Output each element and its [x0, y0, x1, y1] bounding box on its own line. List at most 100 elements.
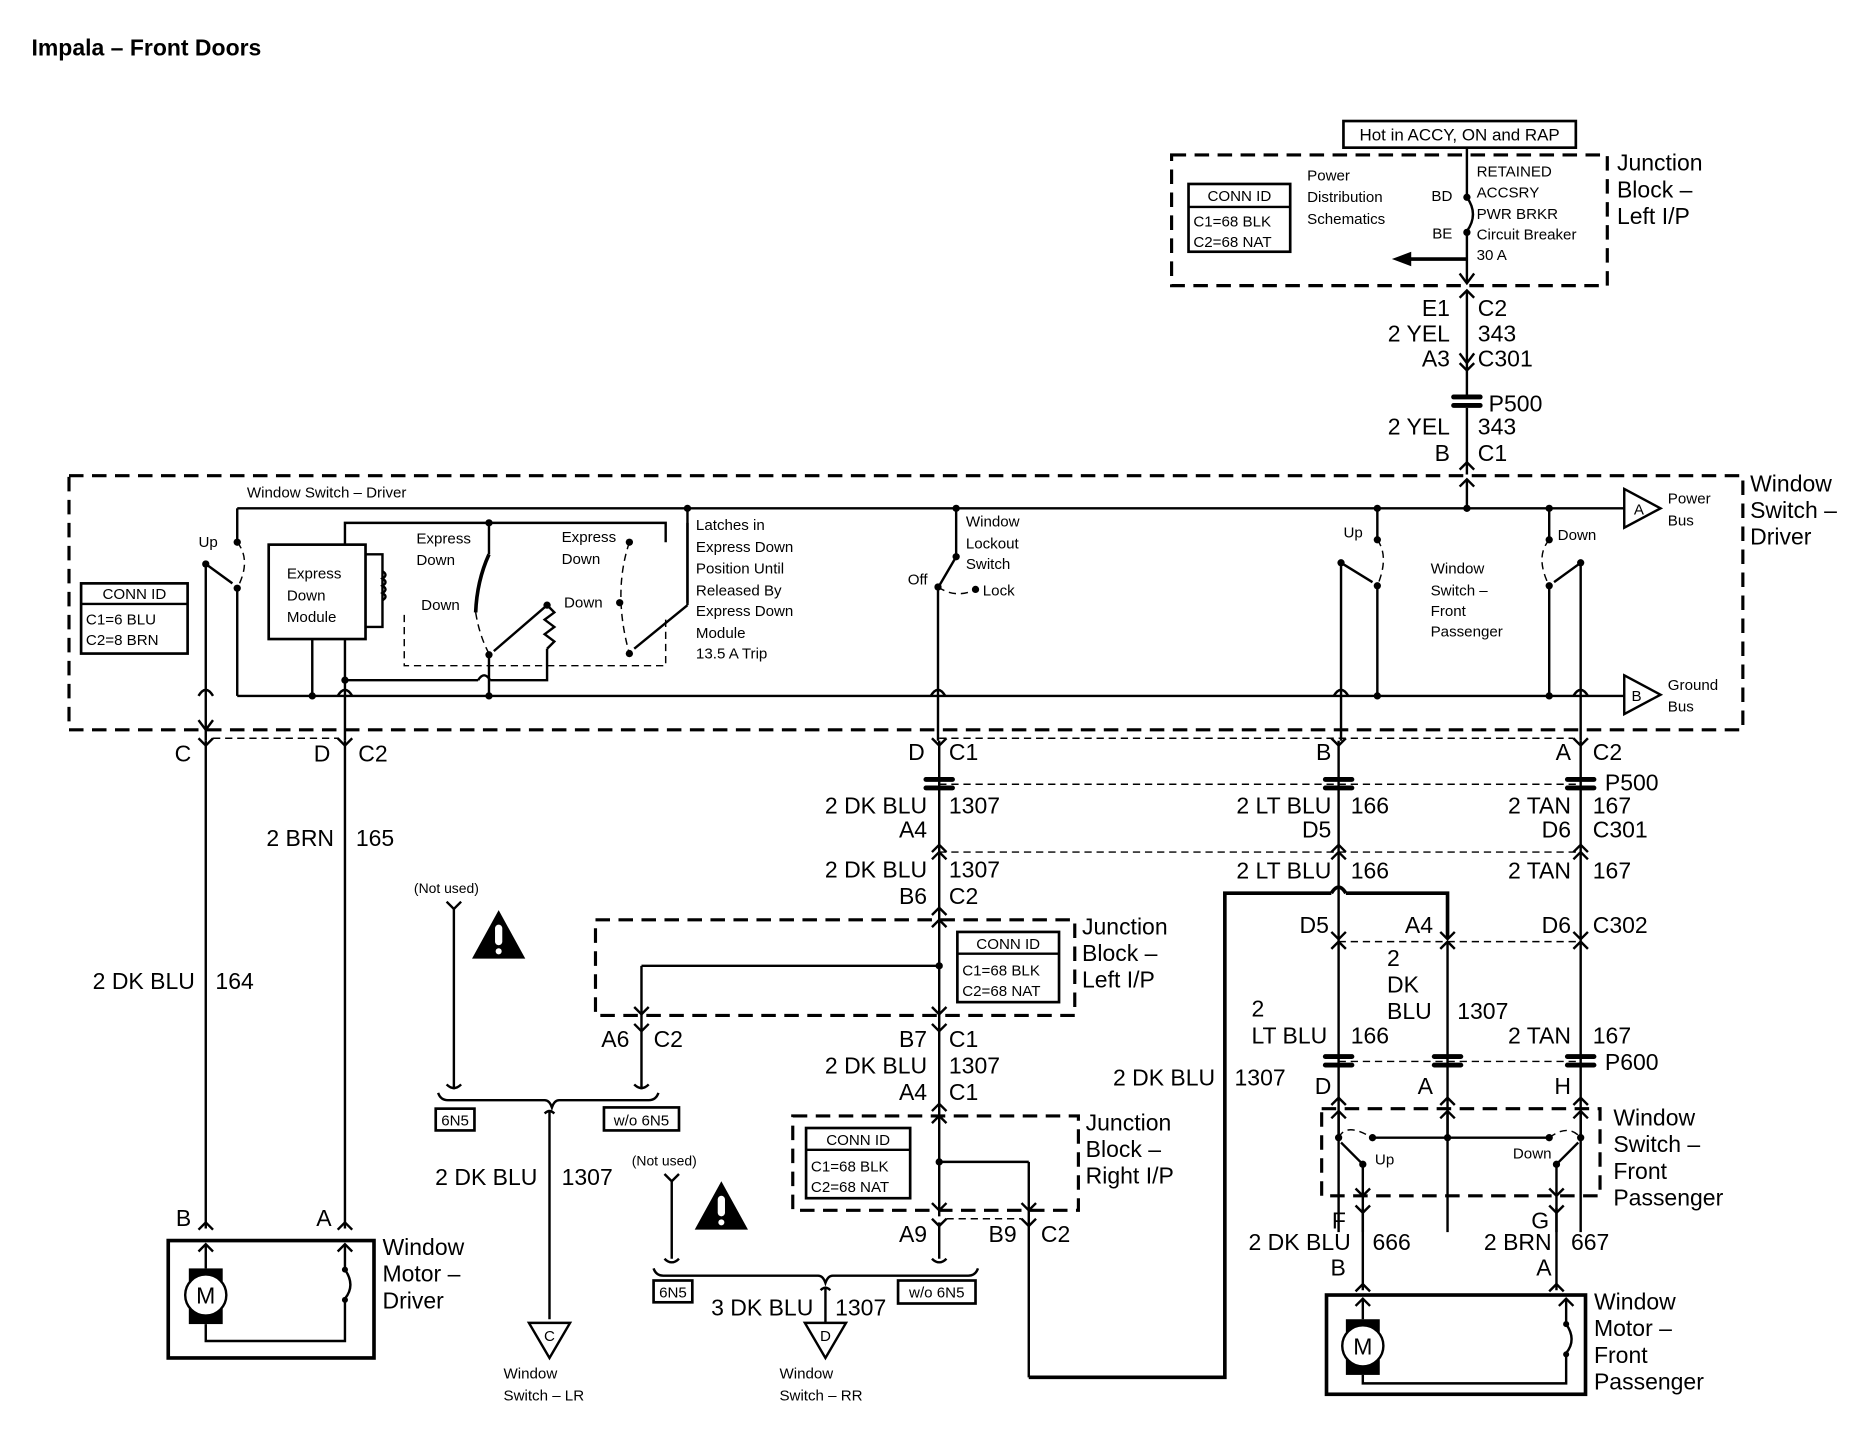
- switch-inner-label: Window Switch – Driver: [247, 484, 407, 501]
- motor-icon: [1341, 1324, 1385, 1368]
- pin-label: C: [175, 740, 192, 766]
- wire-color: 2 LT BLU: [1236, 792, 1331, 818]
- power-dist-label: Distribution: [1307, 189, 1383, 206]
- window-motor-driver: B A M Window Motor – Driver: [166, 1205, 465, 1360]
- latch-note: 13.5 A Trip: [696, 645, 767, 662]
- not-used-label: (Not used): [414, 880, 479, 896]
- conn-id-c1: C1=68 BLK: [811, 1159, 889, 1176]
- conn-id-c1: C1=68 BLK: [962, 963, 1040, 980]
- down-label: Down: [564, 595, 603, 612]
- power-bus-triangle: [1623, 486, 1664, 530]
- latch-note: Released By: [696, 582, 782, 599]
- circuit-number: 1307: [835, 1295, 886, 1321]
- wire-color: 3 DK BLU: [711, 1295, 813, 1321]
- conn-id-header: CONN ID: [102, 586, 166, 603]
- pin-label: D: [908, 739, 925, 765]
- component-name: Motor –: [1594, 1315, 1672, 1341]
- component-name: Window: [382, 1234, 464, 1260]
- circuit-number: 166: [1351, 858, 1389, 884]
- connector-label: C2: [949, 883, 978, 909]
- breaker-label: 30 A: [1477, 247, 1508, 264]
- not-used-label: (Not used): [632, 1153, 697, 1169]
- latch-note: Express Down: [696, 603, 793, 620]
- junction-block-left-ip-top: Hot in ACCY, ON and RAP CONN ID C1=68 BL…: [1170, 119, 1703, 288]
- connector-letter: D: [820, 1328, 831, 1345]
- component-name: Left I/P: [1617, 203, 1690, 229]
- connector-label: C2: [1041, 1221, 1070, 1247]
- pin-label: A3: [1422, 346, 1450, 372]
- pin-label: A4: [1405, 912, 1433, 938]
- breaker-label: RETAINED: [1477, 164, 1552, 181]
- window-switch-front-passenger: Up Down Window Switch – Front Passenger: [1320, 1105, 1724, 1233]
- wire-color: 2 BRN: [266, 825, 334, 851]
- pin-label: B: [176, 1205, 191, 1231]
- down-label: Down: [421, 597, 460, 614]
- circuit-number: 667: [1571, 1229, 1609, 1255]
- conn-id-c2: C2=68 NAT: [811, 1179, 889, 1196]
- bus-label: Power: [1668, 490, 1711, 507]
- junction-block-left-ip-mid: CONN ID C1=68 BLK C2=68 NAT Junction Blo…: [593, 913, 1168, 1105]
- lockout-label: Window: [966, 513, 1020, 530]
- wire-color: 2 YEL: [1388, 414, 1450, 440]
- wire-color: 2 DK BLU: [825, 792, 927, 818]
- driver-motor-circuits: C D C2 2 BRN 165 2 DK BLU 164: [93, 737, 394, 1229]
- motor-letter: M: [196, 1283, 215, 1309]
- wire-color: 2 BRN: [1484, 1229, 1552, 1255]
- pin-label: E1: [1422, 295, 1450, 321]
- conn-id-c1: C1=6 BLU: [86, 612, 156, 629]
- lr-branch: (Not used) 6N5 w/o 6N5 2 DK BLU 1307 C W…: [414, 880, 681, 1404]
- component-name: Passenger: [1594, 1368, 1704, 1394]
- circuit-number: 1307: [949, 792, 1000, 818]
- circuit-number: 1307: [1235, 1065, 1286, 1091]
- power-dist-label: Power: [1307, 167, 1350, 184]
- pin-bd: BD: [1431, 188, 1452, 205]
- wire-color: 2 DK BLU: [93, 968, 195, 994]
- express-down-label: Express: [562, 529, 617, 546]
- express-down-label: Down: [416, 552, 455, 569]
- breaker-icon: [1565, 1323, 1573, 1354]
- wire-color: BLU: [1387, 998, 1432, 1024]
- connector-label: C2: [654, 1026, 683, 1052]
- wire-color: 2 TAN: [1508, 858, 1571, 884]
- pass-switch-label: Switch –: [1431, 582, 1489, 599]
- connector-label: P500: [1605, 769, 1659, 795]
- pass-switch-label: Passenger: [1431, 624, 1503, 641]
- option-label: w/o 6N5: [908, 1284, 964, 1301]
- connector-label: C1: [949, 1079, 978, 1105]
- conn-id-header: CONN ID: [826, 1132, 890, 1149]
- component-name: Junction: [1082, 913, 1168, 939]
- component-name: Block –: [1086, 1136, 1162, 1162]
- wire-color: LT BLU: [1251, 1022, 1327, 1048]
- hot-in-label: Hot in ACCY, ON and RAP: [1360, 125, 1560, 144]
- breaker-icon: [343, 1268, 352, 1300]
- destination-label: Switch – LR: [503, 1387, 584, 1404]
- circuit-number: 166: [1351, 792, 1389, 818]
- bus-label: Ground: [1668, 677, 1718, 694]
- wire-color: 2 DK BLU: [825, 856, 927, 882]
- destination-label: Window: [779, 1366, 833, 1383]
- connector-triangle: [526, 1321, 573, 1361]
- option-label: 6N5: [441, 1113, 469, 1130]
- conn-id-header: CONN ID: [1207, 188, 1271, 205]
- connector-label: C301: [1478, 346, 1533, 372]
- destination-label: Switch – RR: [779, 1387, 862, 1404]
- component-name: Block –: [1617, 176, 1693, 202]
- pin-label: B9: [989, 1221, 1017, 1247]
- latch-note: Latches in: [696, 517, 765, 534]
- pin-label: F: [1332, 1207, 1346, 1233]
- conn-id-c2: C2=8 BRN: [86, 632, 159, 649]
- component-name: Motor –: [382, 1261, 460, 1287]
- bus-letter: A: [1634, 501, 1645, 518]
- breaker-label: Circuit Breaker: [1477, 227, 1577, 244]
- circuit-number: 1307: [1457, 998, 1508, 1024]
- wire-color: 2: [1251, 996, 1264, 1022]
- bus-label: Bus: [1668, 512, 1694, 529]
- option-label: 6N5: [659, 1284, 687, 1301]
- wire-color: 2 DK BLU: [825, 1053, 927, 1079]
- lock-label: Lock: [983, 582, 1015, 599]
- wire-color: 2 DK BLU: [435, 1164, 537, 1190]
- pin-label: G: [1531, 1207, 1549, 1233]
- junction-block-right-ip: CONN ID C1=68 BLK C2=68 NAT Junction Blo…: [791, 1102, 1174, 1378]
- up-label: Up: [199, 534, 218, 551]
- connector-label: C1: [949, 1026, 978, 1052]
